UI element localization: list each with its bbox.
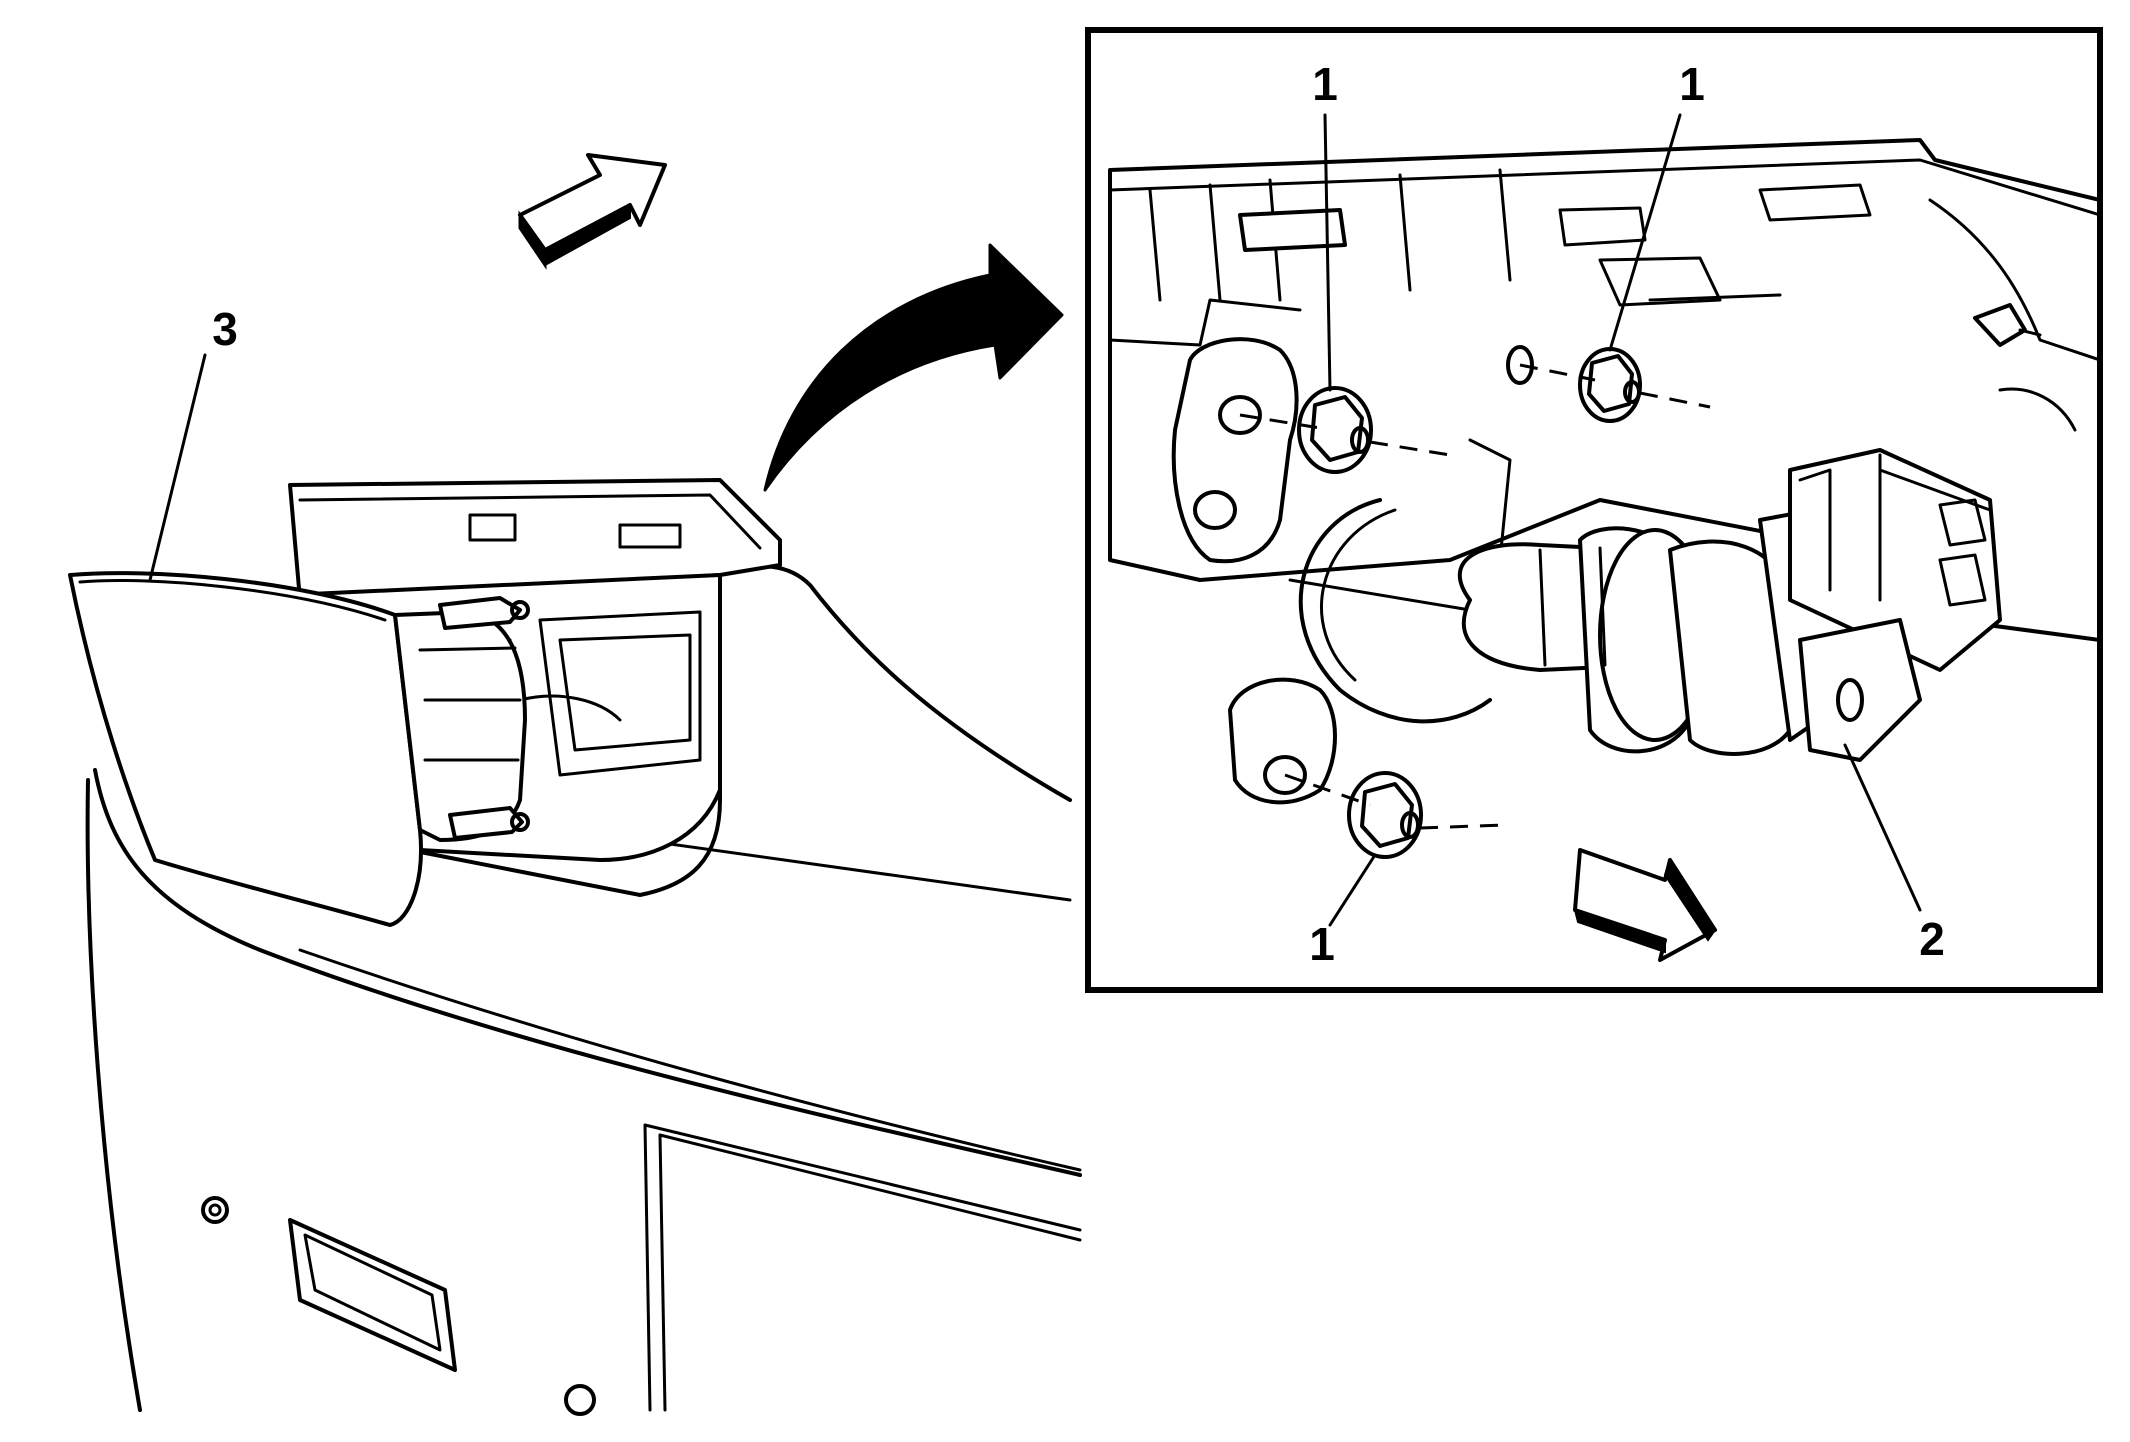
stud-centerline-3 [1284, 773, 1506, 830]
stud-centerline-1 [1239, 413, 1451, 457]
lamp-harness-wire [1288, 438, 1512, 612]
callout-1-label-bottom: 1 [1309, 918, 1335, 970]
bumper-overview: 3 [68, 153, 1082, 1416]
leader-line-1b [1608, 113, 1682, 352]
bumper-fastener-center [208, 1203, 222, 1217]
fog-lamp-lens [68, 571, 530, 927]
tow-hook-cover-inner [303, 1233, 442, 1352]
leader-line-1a [1323, 113, 1332, 392]
mount-hole-mid [1193, 490, 1237, 530]
bumper-fastener-lower [564, 1384, 596, 1416]
callout-1-label-top-left: 1 [1312, 58, 1338, 110]
removal-direction-arrow [1573, 848, 1717, 962]
leader-line-1c [1328, 853, 1377, 927]
stud-centerline-2 [1519, 363, 1711, 409]
leader-line-2 [1843, 743, 1922, 912]
hex-nut-bottom [1347, 771, 1423, 859]
bumper-crease [298, 948, 1082, 1172]
license-plate-recess [643, 1123, 1082, 1412]
mount-hole-upper [1218, 395, 1262, 435]
tow-hook-cover [288, 1218, 457, 1372]
fog-lamp-bulb-assembly [1457, 448, 2002, 762]
lamp-socket-opening [1298, 498, 1492, 724]
detail-inset: 1 1 1 2 [1085, 27, 2103, 993]
callout-3-label: 3 [212, 303, 238, 355]
license-plate-recess-top [658, 1133, 1082, 1242]
bumper-fastener [201, 1196, 229, 1224]
mount-hole-right [1506, 345, 1534, 385]
forward-direction-arrow [518, 153, 667, 270]
zoom-detail-arrow [763, 243, 1064, 492]
mount-hole-lower [1263, 755, 1307, 795]
leader-line-3 [148, 353, 207, 582]
mounting-ear [1171, 337, 1534, 805]
hex-nut-top-left [1297, 386, 1373, 474]
bumper-fascia-edge [93, 768, 1082, 1177]
hex-nut-top-right [1578, 347, 1642, 423]
callout-1-label-top-right: 1 [1679, 58, 1705, 110]
bumper-fascia-lower-edge [85, 778, 142, 1412]
callout-2-label: 2 [1919, 913, 1945, 965]
